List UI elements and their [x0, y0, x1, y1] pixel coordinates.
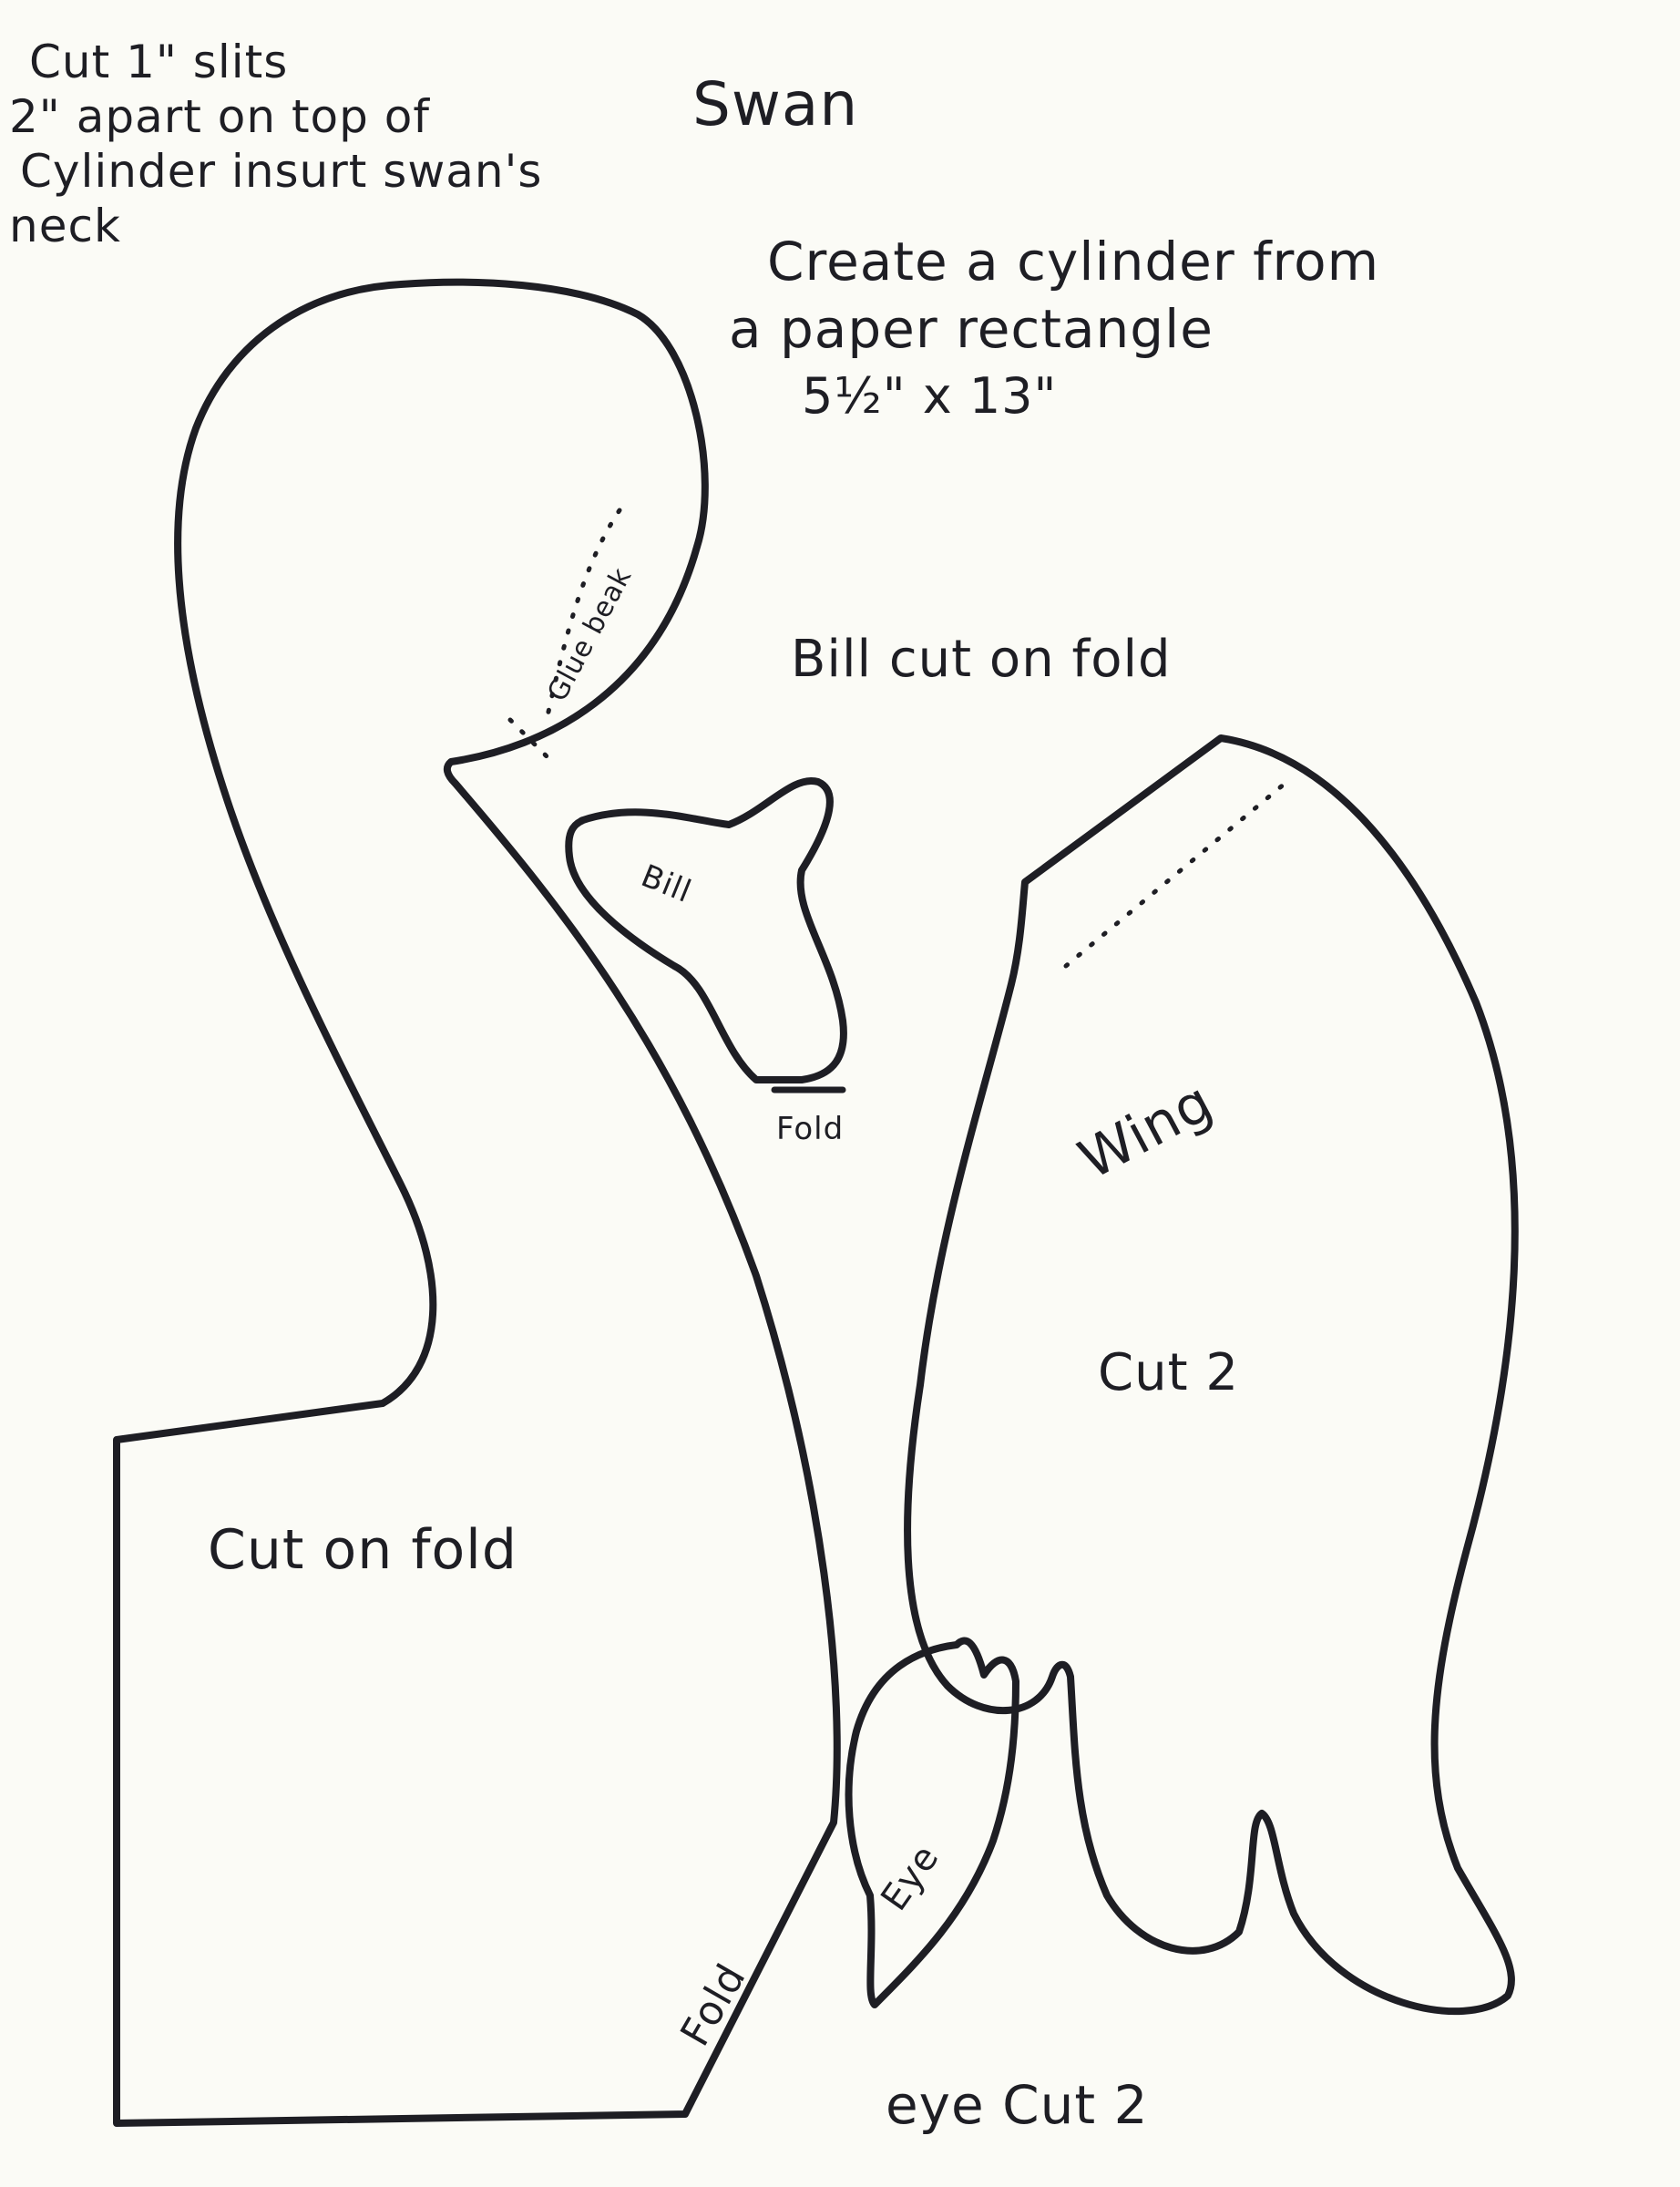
- bill-instruction: Bill cut on fold: [791, 630, 1172, 689]
- cylinder-line-1: Create a cylinder from: [767, 231, 1380, 293]
- page-title: Swan: [692, 69, 859, 139]
- eye-count-label: eye Cut 2: [886, 2074, 1149, 2136]
- body-label: Cut on fold: [208, 1518, 517, 1582]
- slits-line-1: Cut 1" slits: [29, 36, 289, 88]
- cylinder-line-2: a paper rectangle: [729, 298, 1214, 360]
- body-fold-line: [681, 1819, 837, 2118]
- bill-fold-label: Fold: [776, 1111, 845, 1147]
- eye-outline: [845, 1637, 1019, 2008]
- wing-dotted-line: [1063, 781, 1287, 969]
- cylinder-instruction: Create a cylinder from a paper rectangle…: [729, 228, 1379, 430]
- slits-line-2: 2" apart on top of: [9, 90, 430, 143]
- bill-outline: [565, 776, 847, 1083]
- slits-instruction: Cut 1" slits 2" apart on top of Cylinder…: [9, 35, 542, 253]
- cylinder-dimensions: 5½" x 13": [802, 367, 1058, 425]
- slits-line-4: neck: [9, 200, 121, 252]
- swan-body-outline: [113, 278, 841, 2127]
- wing-count-label: Cut 2: [1098, 1343, 1239, 1402]
- wing-outline: [904, 734, 1519, 2016]
- slits-line-3: Cylinder insurt swan's: [20, 145, 543, 198]
